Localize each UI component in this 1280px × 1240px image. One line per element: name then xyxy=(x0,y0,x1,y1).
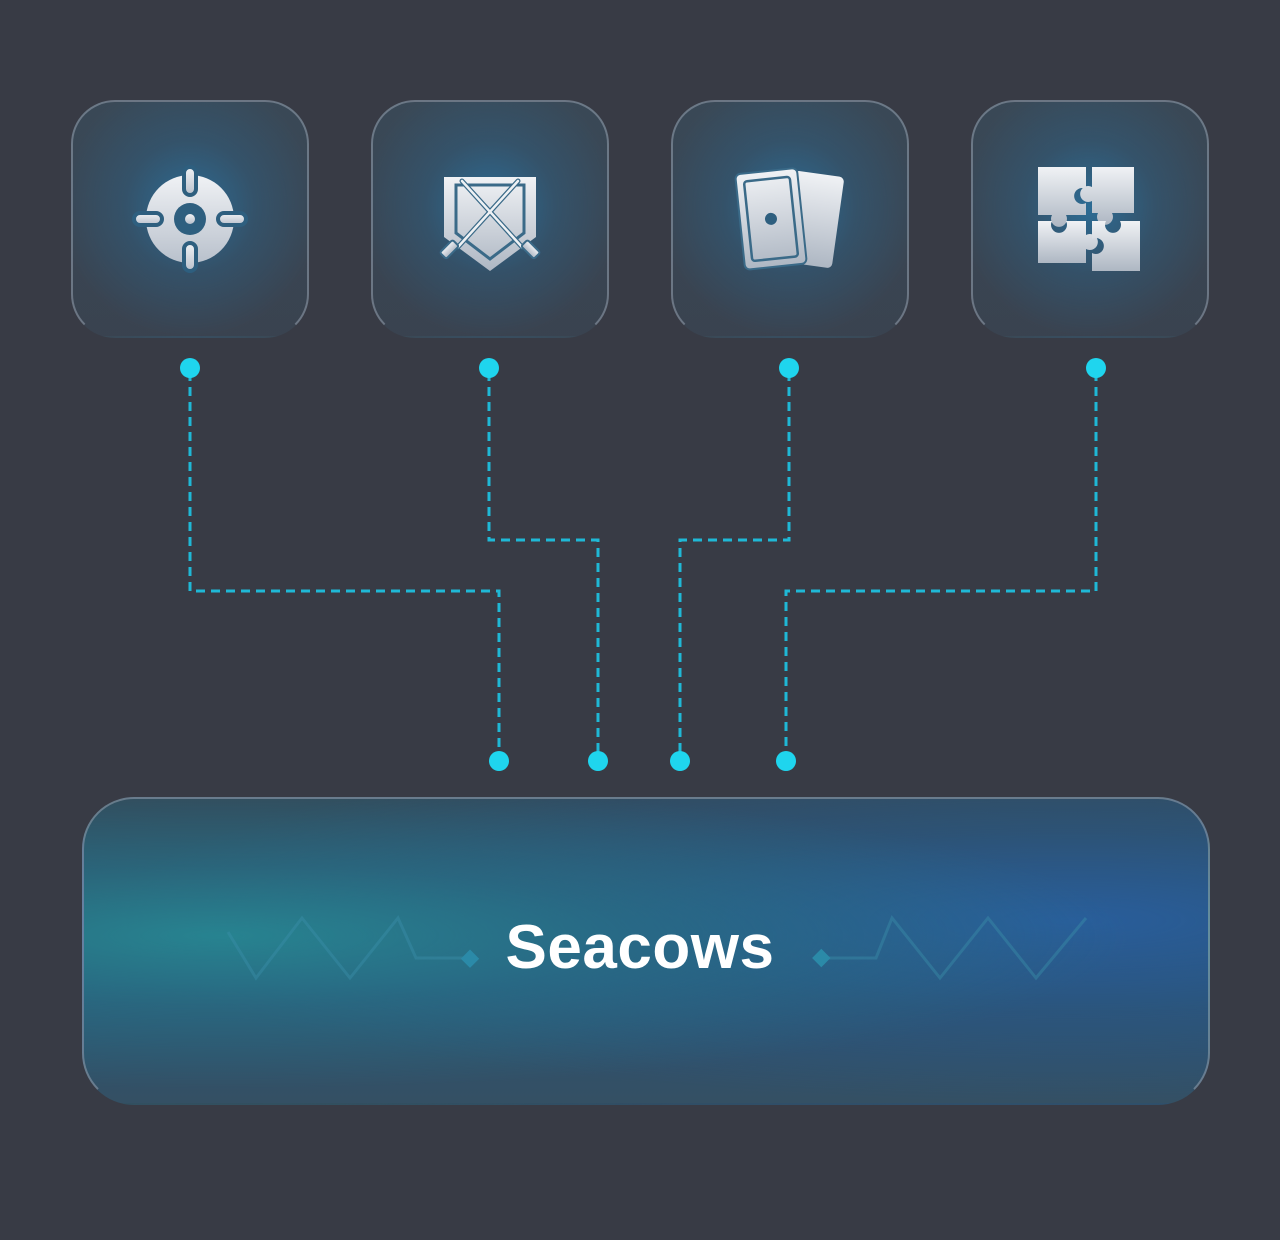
connector-dot-bottom-2 xyxy=(588,751,608,771)
crossed-swords-shield-icon xyxy=(439,177,541,271)
platform-title: Seacows xyxy=(505,913,775,982)
connector-dot-bottom-1 xyxy=(489,751,509,771)
node-tile-2 xyxy=(371,100,609,338)
connector-path-2 xyxy=(487,372,600,757)
connector-dot-bottom-4 xyxy=(776,751,796,771)
wave-left xyxy=(226,915,470,981)
wave-right xyxy=(822,915,1088,981)
puzzle-pieces-icon xyxy=(1038,167,1140,271)
connector-dot-top-4 xyxy=(1086,358,1106,378)
platform-box xyxy=(82,797,1210,1105)
node-tile-3 xyxy=(671,100,909,338)
connector-path-4 xyxy=(784,372,1098,757)
connector-dot-top-3 xyxy=(779,358,799,378)
playing-cards-icon xyxy=(734,167,844,271)
connector-path-3 xyxy=(678,372,791,757)
diamond-right xyxy=(812,948,831,968)
connector-dot-top-2 xyxy=(479,358,499,378)
connector-dot-top-1 xyxy=(180,358,200,378)
connector-path-1 xyxy=(188,372,501,757)
node-tile-1 xyxy=(71,100,309,338)
diamond-left xyxy=(460,949,480,968)
crosshair-target-icon xyxy=(132,165,248,273)
node-tile-4 xyxy=(971,100,1209,338)
connector-dot-bottom-3 xyxy=(670,751,690,771)
